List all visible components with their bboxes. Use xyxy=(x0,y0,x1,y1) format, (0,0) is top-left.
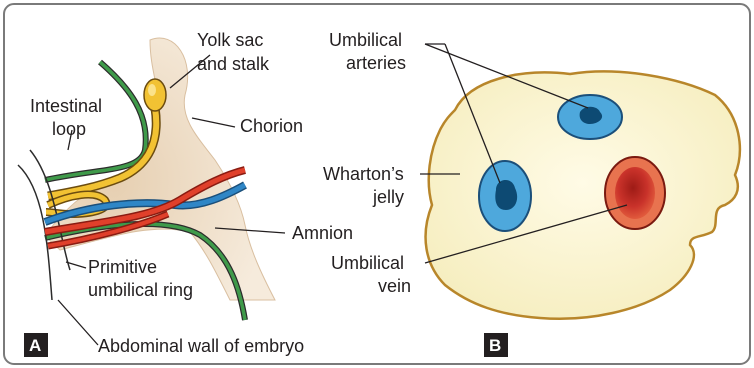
yolk-sac-highlight xyxy=(148,84,156,96)
vein-lumen xyxy=(615,167,655,219)
label-vein-line2: vein xyxy=(378,276,411,296)
panel-b-letter: B xyxy=(489,336,501,355)
label-abdominal-wall: Abdominal wall of embryo xyxy=(98,336,304,356)
label-chorion: Chorion xyxy=(240,116,303,136)
leader-abdominal-wall xyxy=(58,300,98,345)
leader-chorion xyxy=(192,118,235,127)
label-intestinal-loop-line1: Intestinal xyxy=(30,96,102,116)
label-amnion: Amnion xyxy=(292,223,353,243)
label-intestinal-loop-line2: loop xyxy=(52,119,86,139)
panel-b-illustration xyxy=(420,44,740,319)
label-vein-line1: Umbilical xyxy=(331,253,404,273)
label-yolk-sac-line2: and stalk xyxy=(197,54,270,74)
label-primitive-ring-line1: Primitive xyxy=(88,257,157,277)
label-arteries-line2: arteries xyxy=(346,53,406,73)
label-whartons-line2: jelly xyxy=(372,187,404,207)
label-whartons-line1: Wharton’s xyxy=(323,164,404,184)
label-arteries-line1: Umbilical xyxy=(329,30,402,50)
panel-a-letter: A xyxy=(29,336,41,355)
label-primitive-ring-line2: umbilical ring xyxy=(88,280,193,300)
label-yolk-sac-line1: Yolk sac xyxy=(197,30,263,50)
yolk-sac xyxy=(144,79,166,111)
